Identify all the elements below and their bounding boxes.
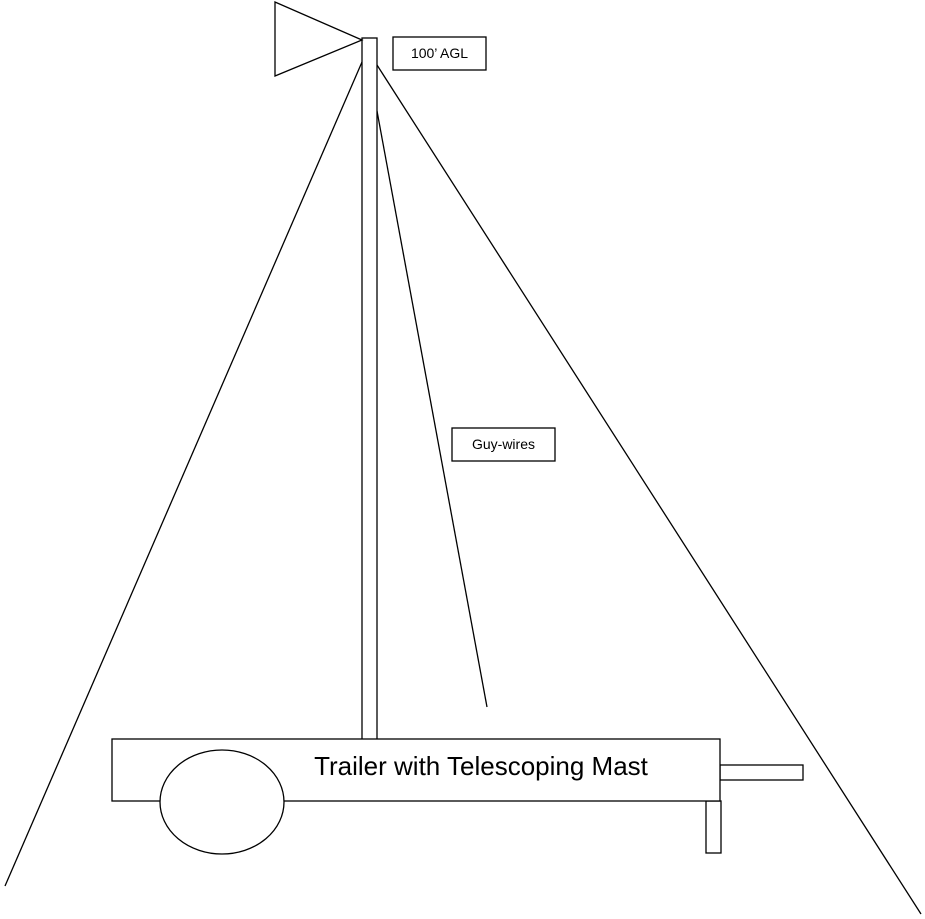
guy-wire-left xyxy=(4,61,363,887)
trailer-wheel xyxy=(159,749,285,855)
guy-wire-right xyxy=(376,64,922,915)
guy-wire-front xyxy=(376,110,488,708)
guy-wires xyxy=(4,61,922,915)
height-callout-label: 100’ AGL xyxy=(411,45,468,61)
guy-wires-callout-label: Guy-wires xyxy=(472,436,535,452)
guy-wires-callout: Guy-wires xyxy=(451,427,556,462)
trailer: Trailer with Telescoping Mast xyxy=(111,738,804,855)
telescoping-mast xyxy=(361,37,378,741)
antenna-horn-icon xyxy=(274,1,364,77)
trailer-jack-stand xyxy=(705,800,722,854)
trailer-caption: Trailer with Telescoping Mast xyxy=(314,751,649,781)
height-callout-box xyxy=(392,36,487,71)
height-callout: 100’ AGL xyxy=(392,36,487,71)
trailer-hitch xyxy=(719,764,804,781)
guy-wires-callout-box xyxy=(451,427,556,462)
